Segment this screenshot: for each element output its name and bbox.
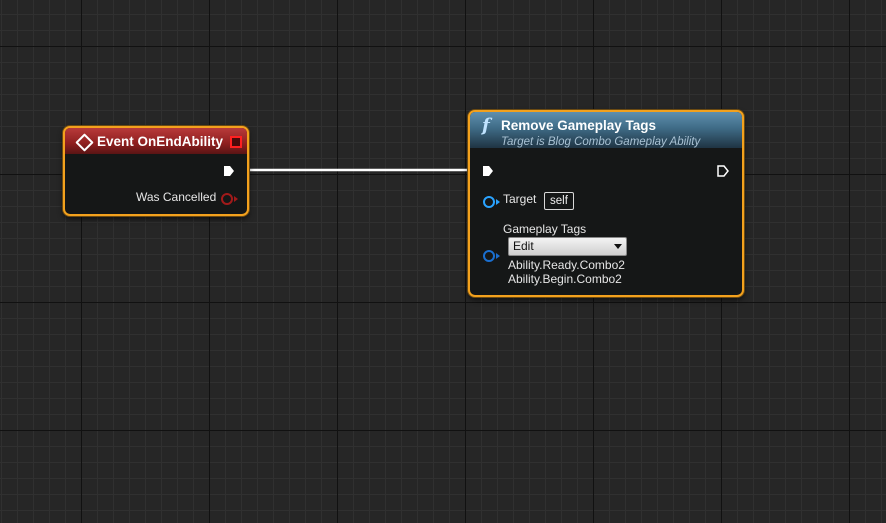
chevron-down-icon (614, 244, 622, 249)
function-node-title: Remove Gameplay Tags (501, 118, 657, 133)
function-node-header[interactable]: f Remove Gameplay Tags Target is Blog Co… (470, 112, 742, 148)
function-exec-in-pin-icon[interactable] (482, 165, 494, 177)
function-exec-out-pin-icon[interactable] (717, 165, 729, 177)
gameplay-tags-label: Gameplay Tags (503, 222, 587, 236)
target-self-value[interactable]: self (544, 192, 574, 210)
gameplay-tags-pin-icon[interactable] (483, 250, 500, 262)
target-label: Target (503, 192, 537, 206)
was-cancelled-pin-icon[interactable] (221, 193, 238, 205)
event-onendability-node[interactable]: Event OnEndAbility Was Cancelled (63, 126, 249, 216)
dropdown-value: Edit (513, 239, 534, 253)
event-exec-out-pin-icon[interactable] (223, 165, 235, 177)
was-cancelled-label: Was Cancelled (136, 190, 217, 204)
event-node-header[interactable]: Event OnEndAbility (65, 128, 247, 154)
function-icon: f (482, 115, 490, 136)
event-node-title: Event OnEndAbility (97, 134, 224, 149)
remove-gameplay-tags-node[interactable]: f Remove Gameplay Tags Target is Blog Co… (468, 110, 744, 297)
gameplay-tags-edit-dropdown[interactable]: Edit (508, 237, 627, 256)
function-node-subtitle: Target is Blog Combo Gameplay Ability (501, 136, 701, 148)
event-diamond-icon (75, 133, 94, 152)
gameplay-tag-item: Ability.Ready.Combo2 (508, 258, 625, 272)
gameplay-tag-item: Ability.Begin.Combo2 (508, 272, 622, 286)
target-pin-icon[interactable] (483, 196, 500, 208)
delegate-square-icon[interactable] (230, 136, 242, 148)
